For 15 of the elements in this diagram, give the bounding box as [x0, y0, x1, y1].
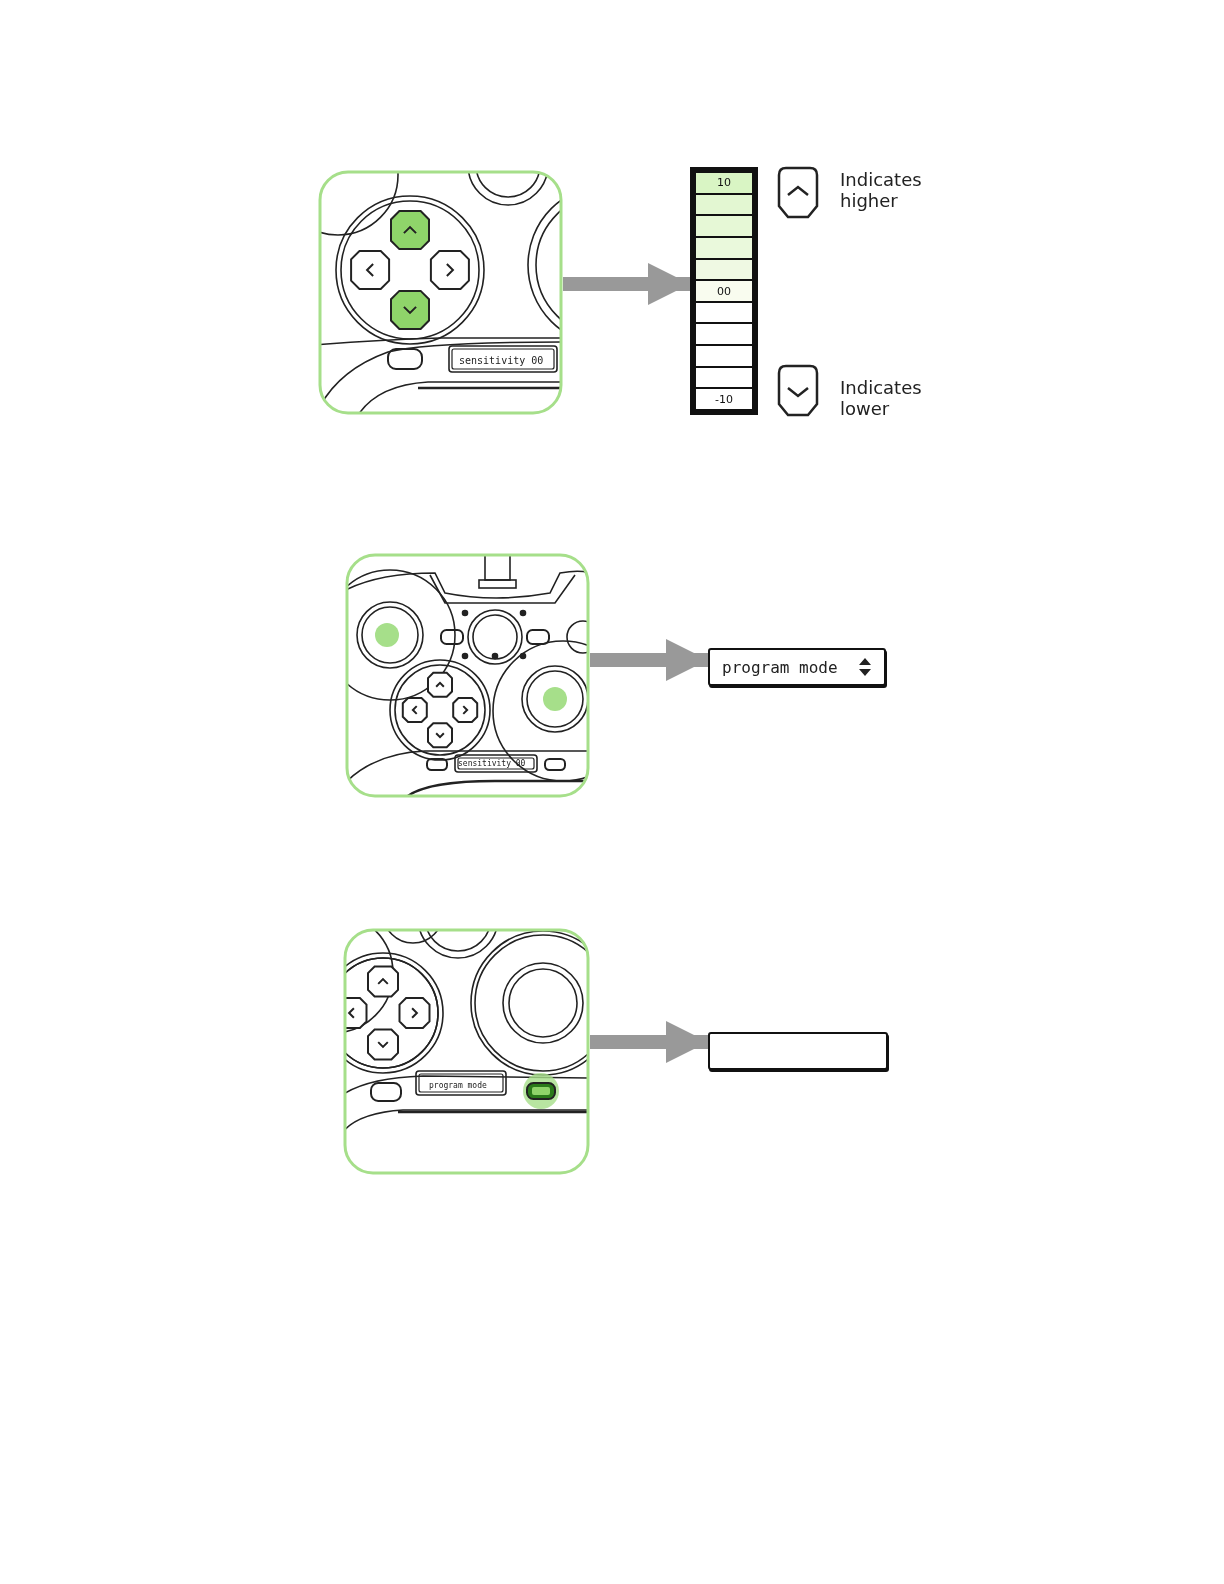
- meter-segment: -10: [696, 389, 752, 410]
- caption-text: Indicates lower: [840, 378, 923, 420]
- display-screen: [708, 648, 886, 686]
- meter-segment: 00: [696, 281, 752, 301]
- display-text: sensitivity 00: [458, 354, 545, 368]
- display-screen: [708, 1032, 888, 1070]
- display-text: program mode: [722, 657, 838, 677]
- arrow: [590, 639, 708, 681]
- level-meter: [690, 167, 758, 415]
- display-text: program mode: [428, 1080, 488, 1092]
- arrow: [563, 263, 690, 305]
- caption-text: Indicates higher: [840, 170, 923, 212]
- display-text: sensitivity 00: [457, 757, 527, 770]
- arrow: [590, 1021, 708, 1063]
- meter-segment: 10: [696, 173, 752, 193]
